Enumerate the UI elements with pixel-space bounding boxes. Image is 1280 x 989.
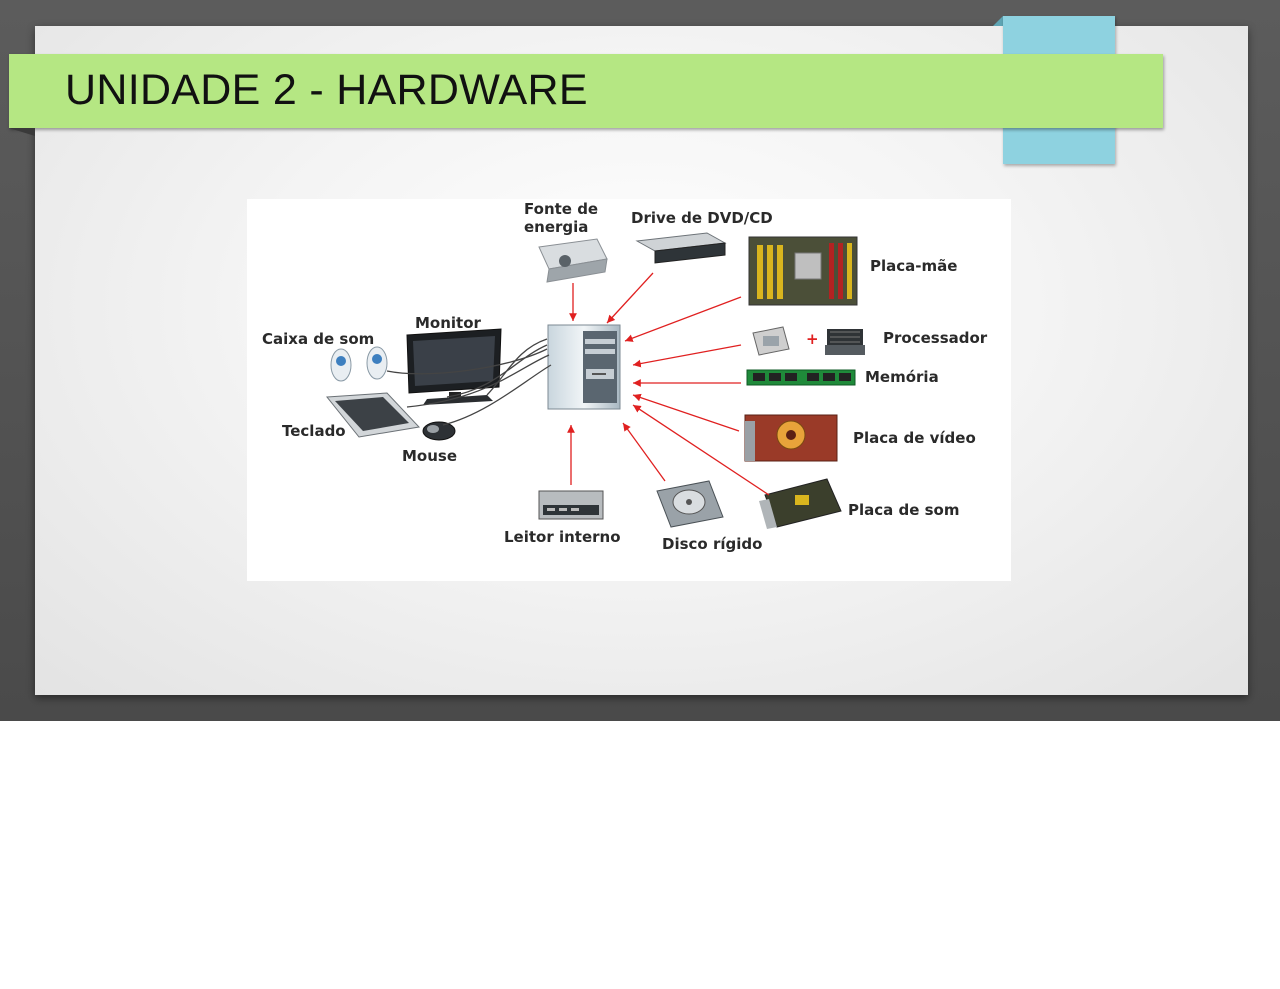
card-reader-icon	[538, 490, 604, 520]
label-placa-video: Placa de vídeo	[853, 429, 976, 447]
slide-title: UNIDADE 2 - HARDWARE	[65, 66, 588, 114]
title-bar-fold	[9, 128, 35, 136]
diagram-graphics	[326, 232, 865, 529]
label-fonte-line2: energia	[524, 218, 589, 236]
plus-sign: +	[806, 330, 819, 348]
title-bar	[9, 54, 1163, 128]
sound-card-icon	[759, 478, 842, 529]
arrows	[567, 272, 770, 496]
label-teclado: Teclado	[282, 422, 346, 440]
label-drive: Drive de DVD/CD	[631, 209, 773, 227]
label-processador: Processador	[883, 329, 988, 347]
computer-case-icon	[547, 324, 621, 410]
label-memoria: Memória	[865, 368, 939, 386]
cpu-cooler-icon	[825, 329, 865, 355]
label-caixa-som: Caixa de som	[262, 330, 375, 348]
label-placa-som: Placa de som	[848, 501, 960, 519]
processor-icon	[752, 326, 790, 356]
hard-disk-icon	[656, 480, 724, 528]
hardware-diagram: Fonte de energia Drive de DVD/CD Placa-m…	[247, 199, 1011, 581]
memory-icon	[746, 369, 856, 386]
video-card-icon	[744, 414, 838, 462]
power-supply-icon	[538, 238, 608, 283]
label-leitor: Leitor interno	[504, 528, 621, 546]
label-monitor: Monitor	[415, 314, 481, 332]
accent-tab-fold	[993, 16, 1003, 26]
cables	[386, 338, 552, 426]
label-placa-mae: Placa-mãe	[870, 257, 958, 275]
label-disco: Disco rígido	[662, 535, 763, 553]
keyboard-icon	[326, 392, 421, 438]
mouse-icon	[422, 421, 456, 441]
motherboard-icon	[748, 236, 858, 306]
label-fonte-line1: Fonte de	[524, 200, 599, 218]
speakers-icon	[330, 346, 388, 382]
label-mouse: Mouse	[402, 447, 458, 465]
dvd-drive-icon	[635, 232, 727, 264]
